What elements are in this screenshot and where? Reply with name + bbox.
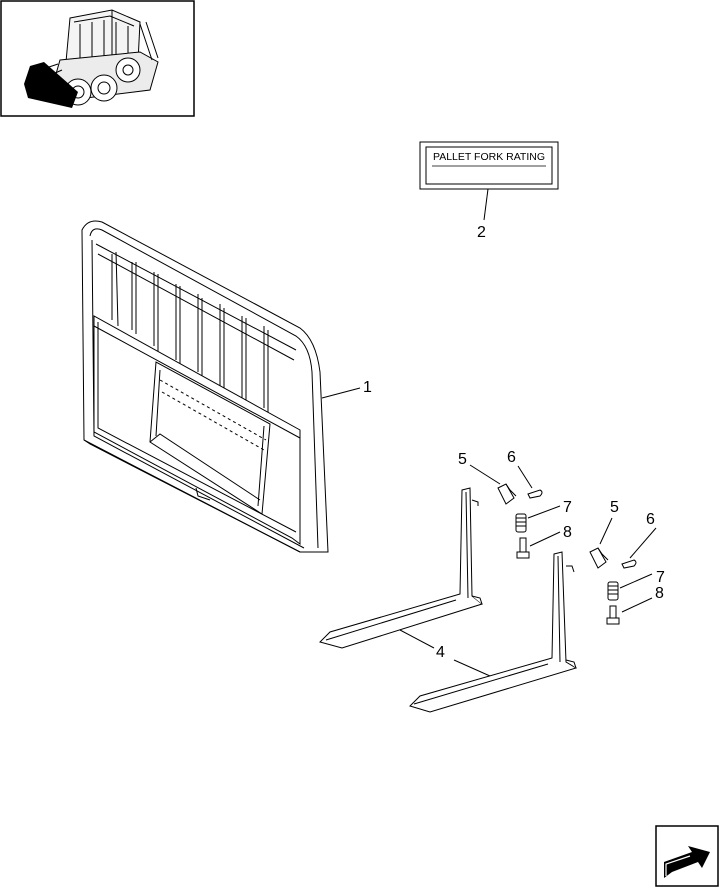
pallet-fork-frame bbox=[81, 220, 329, 553]
callout-2: 2 bbox=[477, 224, 486, 241]
machine-thumbnail bbox=[0, 0, 195, 117]
callout-7b: 7 bbox=[656, 569, 665, 586]
callout-8a: 8 bbox=[563, 524, 572, 541]
bucket-icon bbox=[24, 62, 78, 108]
fork-tine-b bbox=[409, 551, 578, 713]
bolt-b bbox=[606, 605, 620, 625]
callout-1: 1 bbox=[363, 379, 372, 396]
decal-text: PALLET FORK RATING bbox=[433, 151, 545, 163]
fork-lock-b bbox=[589, 547, 609, 569]
callout-4: 4 bbox=[436, 644, 445, 661]
callout-6b: 6 bbox=[646, 511, 655, 528]
callout-5a: 5 bbox=[458, 451, 467, 468]
next-page-button[interactable] bbox=[655, 825, 719, 887]
bolt-a bbox=[516, 537, 530, 559]
fork-tine-a bbox=[319, 487, 484, 649]
spring-a bbox=[515, 513, 527, 533]
callout-8b: 8 bbox=[655, 585, 664, 602]
callout-6a: 6 bbox=[507, 449, 516, 466]
lock-pin-a bbox=[527, 489, 543, 499]
pallet-fork-rating-decal: PALLET FORK RATING bbox=[419, 141, 559, 221]
next-page-arrow-icon bbox=[664, 846, 710, 878]
fork-lock-a bbox=[497, 483, 517, 505]
callout-5b: 5 bbox=[610, 499, 619, 516]
callout-7a: 7 bbox=[563, 499, 572, 516]
spring-b bbox=[607, 581, 619, 601]
lock-pin-b bbox=[621, 559, 637, 569]
